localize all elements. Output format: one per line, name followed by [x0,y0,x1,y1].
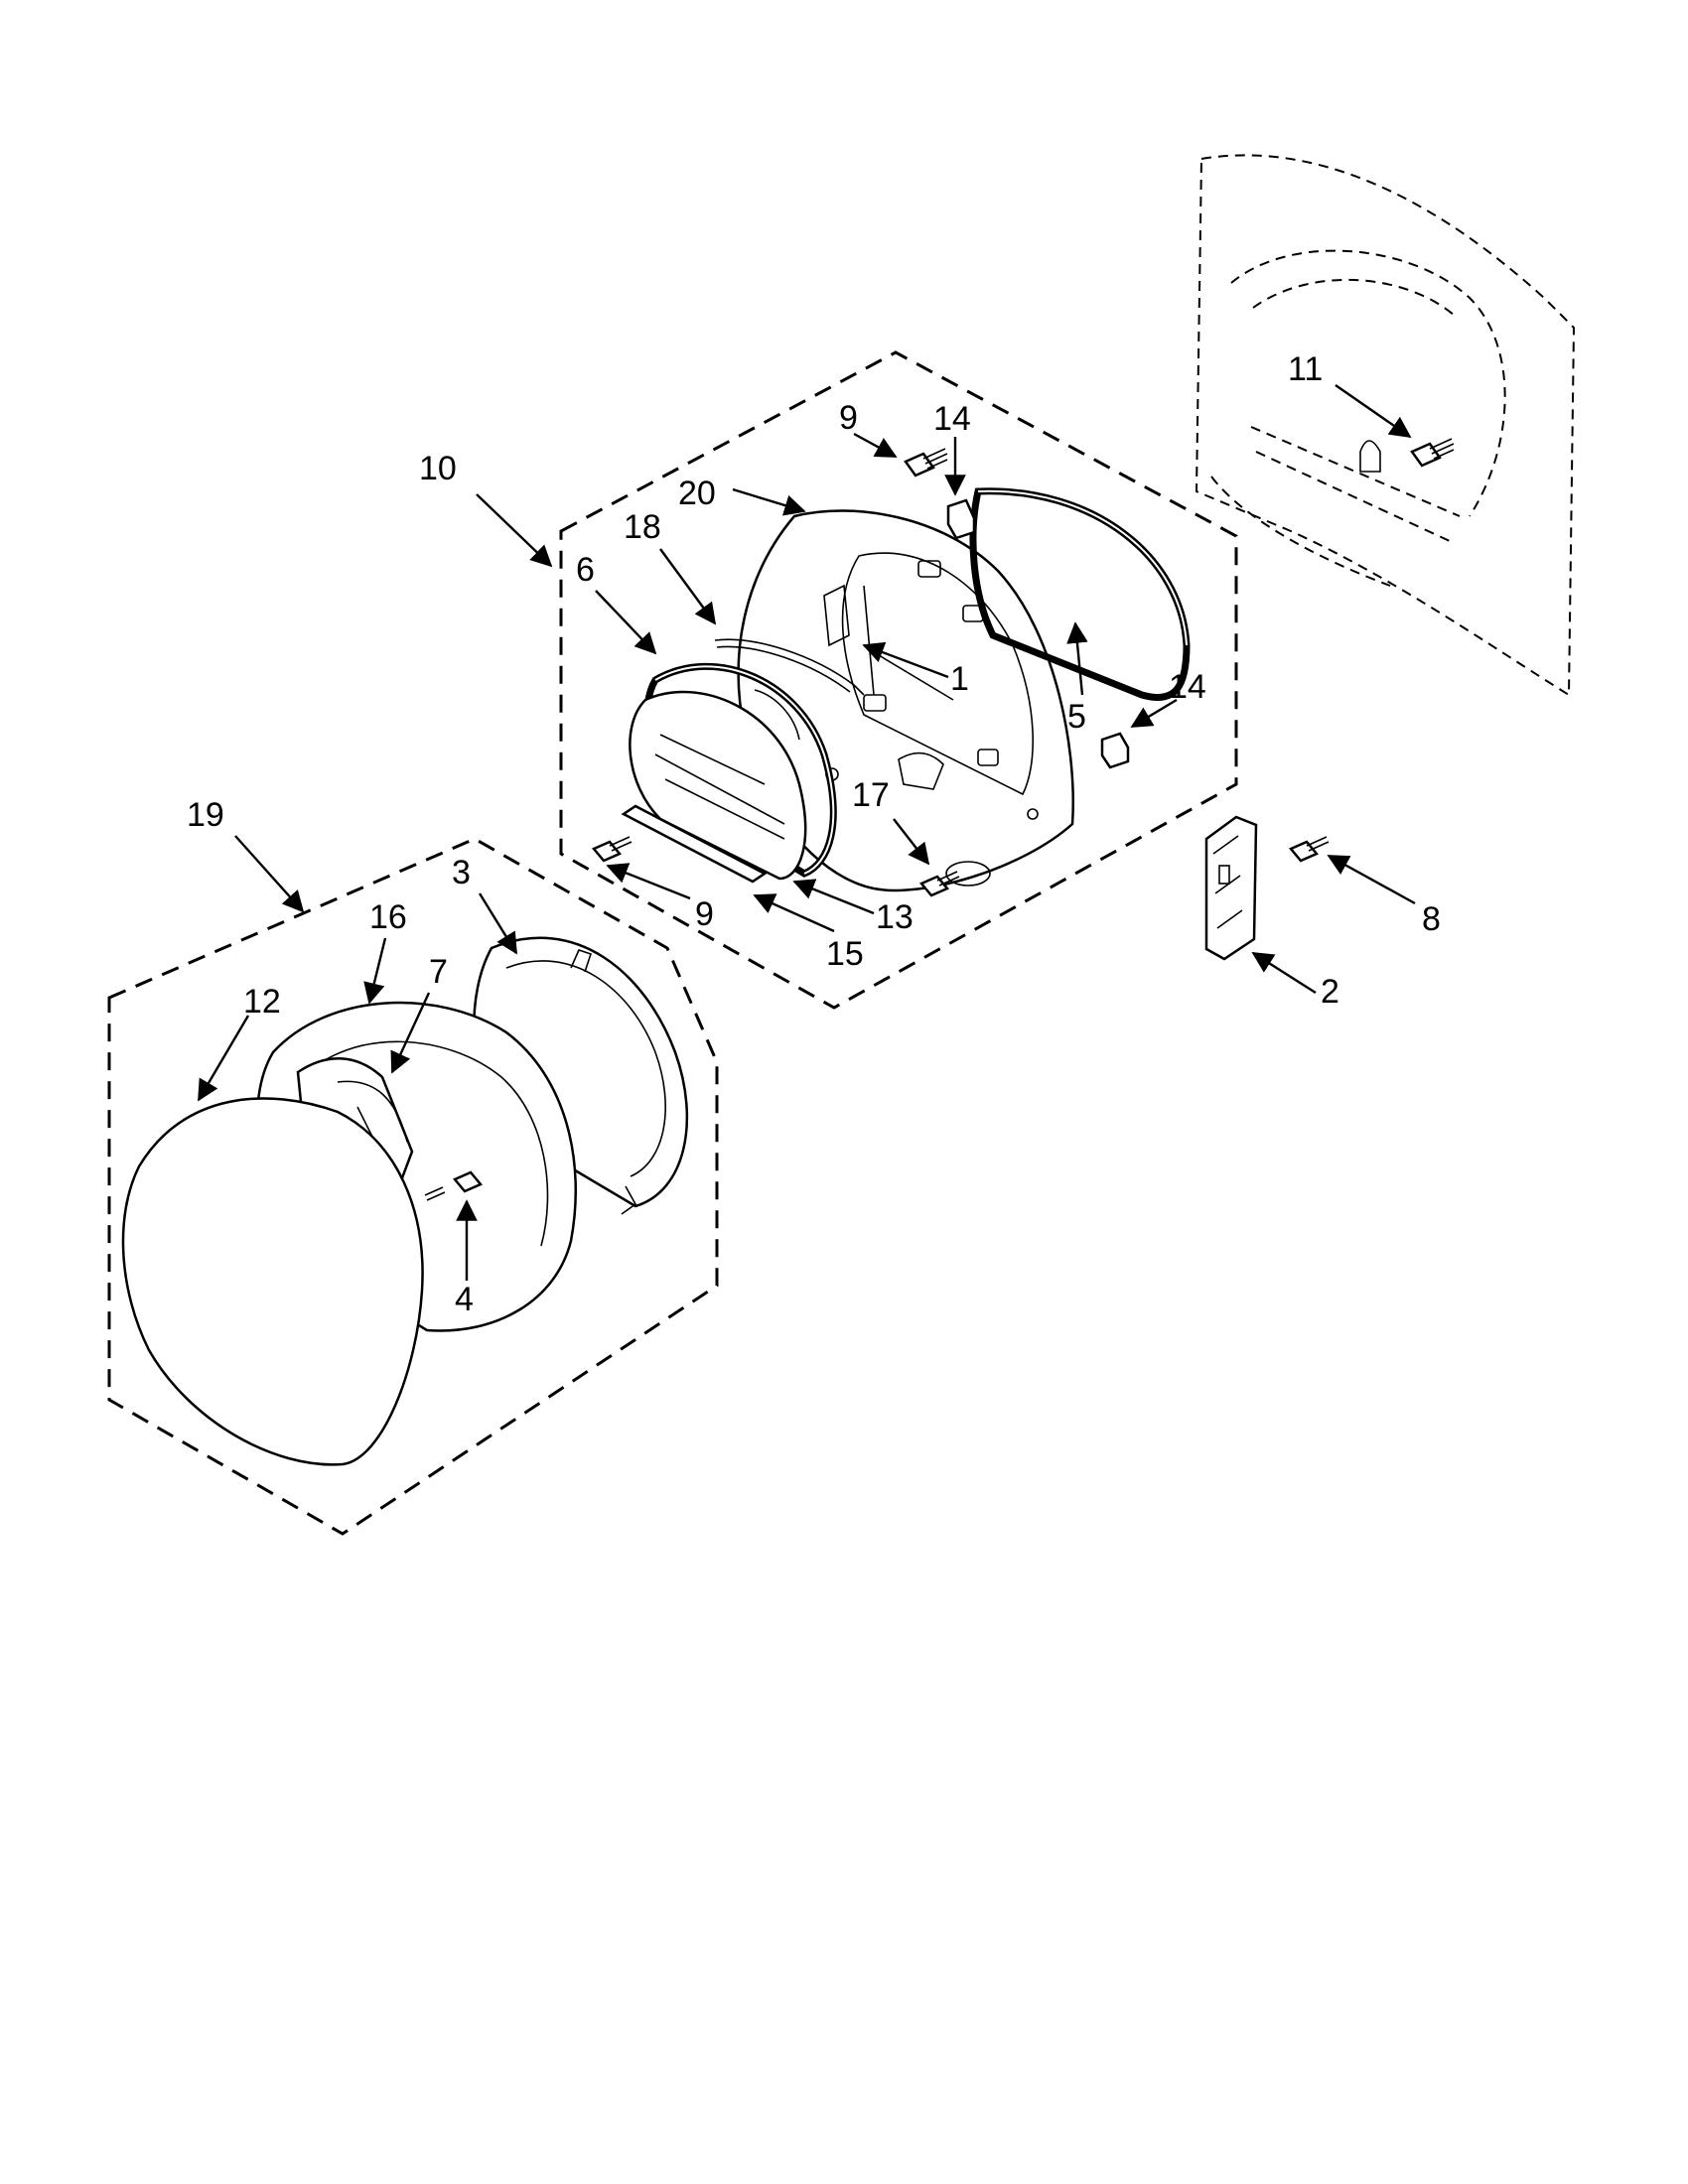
outer-door-cover [121,1097,424,1466]
hinge-block-lower [1100,732,1130,769]
callout-3: 3 [452,854,471,891]
leader-13 [792,879,875,915]
screw-9-lower [591,836,633,863]
leader-5 [1066,621,1088,696]
callout-15: 15 [826,935,864,973]
leader-2 [1251,951,1317,995]
hinge-wire-bracket [714,638,865,741]
leader-9-upper [853,432,898,459]
assembly-box-10 [559,350,1238,1010]
screw-8 [1288,836,1330,863]
leader-1 [862,641,949,679]
door-gasket-seal [969,487,1191,701]
leader-7 [390,992,431,1074]
screw-4 [424,1170,484,1201]
leader-17 [893,818,930,866]
callout-16: 16 [369,898,407,936]
callout-14-lower: 14 [1169,668,1206,706]
screw-11 [1410,438,1455,468]
leader-3 [478,892,518,955]
callout-17: 17 [852,776,890,814]
hinge-block-upper [946,498,976,540]
leader-16 [363,937,387,1005]
callout-14-upper: 14 [933,400,971,438]
leader-11 [1335,384,1412,439]
screw-17 [918,871,960,897]
door-hinge-bracket [1204,815,1258,961]
leader-6 [595,590,657,655]
leader-8 [1327,854,1416,905]
callout-5: 5 [1067,698,1086,736]
strike-plate [621,804,768,884]
callout-11: 11 [1288,350,1323,388]
leader-14-lower [1130,698,1178,729]
assembly-box-19 [107,837,719,1536]
callout-labels: 1 2 3 4 5 6 7 8 9 9 10 11 12 13 14 14 15… [187,350,1441,1318]
callout-19: 19 [187,796,224,834]
leader-10 [476,493,553,568]
cabinet-front-ghost [1195,154,1576,697]
callout-8: 8 [1422,900,1441,938]
callout-12: 12 [243,983,281,1021]
callout-4: 4 [455,1281,474,1318]
leader-19 [234,835,305,913]
callout-20: 20 [678,475,716,512]
callout-18: 18 [624,508,661,546]
leader-12 [197,1015,250,1102]
leader-18 [659,548,717,625]
callout-7: 7 [429,953,448,991]
callout-13: 13 [876,898,914,936]
callout-9-lower: 9 [695,895,714,933]
callout-2: 2 [1321,973,1339,1011]
callout-6: 6 [576,551,595,589]
callout-10: 10 [419,450,457,487]
leader-20 [732,487,806,516]
leader-15 [753,893,835,933]
callout-9-upper: 9 [839,399,858,437]
door-window-glass [629,662,837,881]
callout-1: 1 [950,660,969,698]
leader-lines [197,384,1416,1281]
screw-9-upper [904,448,948,478]
leader-9-lower [606,863,691,900]
